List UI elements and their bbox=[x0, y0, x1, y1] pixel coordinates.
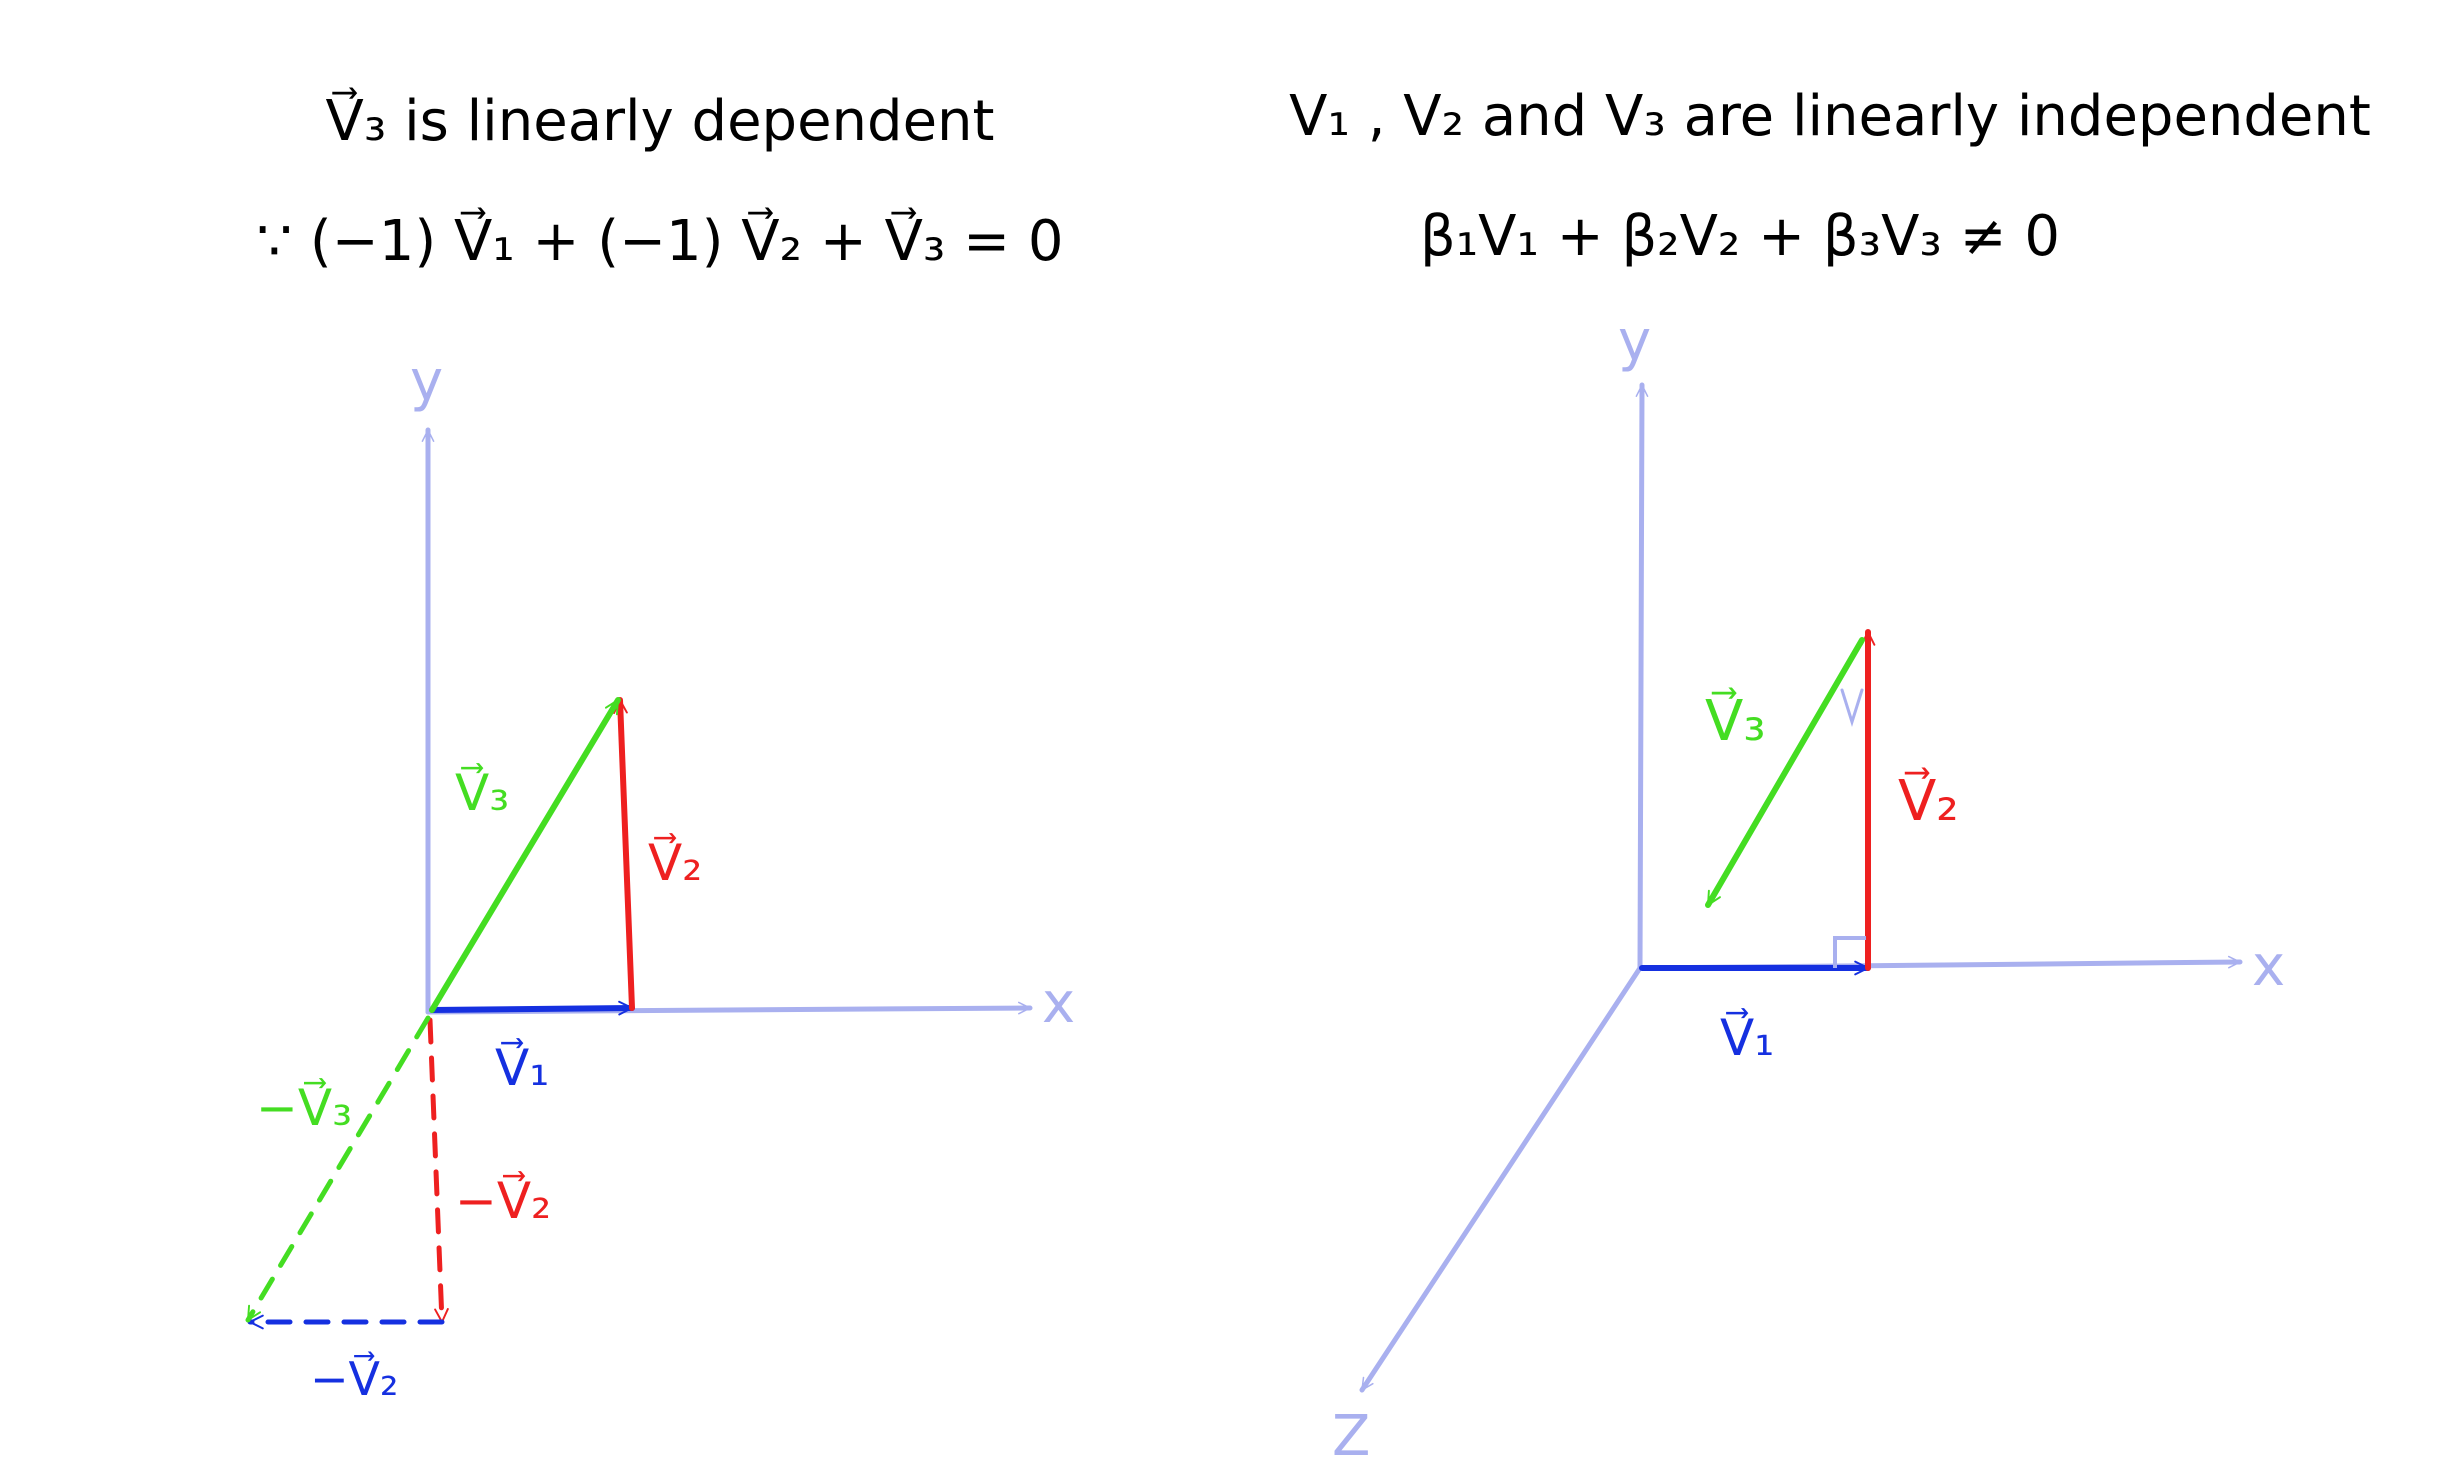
left-panel: V⃗₃ is linearly dependent ∵ (−1) V⃗₁ + (… bbox=[245, 87, 1075, 1406]
right-x-axis-label: x bbox=[2252, 934, 2285, 999]
left-neg-v2-arrow bbox=[427, 1017, 442, 1325]
right-panel: V₁ , V₂ and V₃ are linearly independent … bbox=[1289, 84, 2371, 1469]
right-v3-arrow bbox=[1705, 637, 1865, 908]
left-title-line2: ∵ (−1) V⃗₁ + (−1) V⃗₂ + V⃗₃ = 0 bbox=[257, 207, 1064, 274]
right-v2-label: V⃗₂ bbox=[1898, 767, 1959, 834]
left-v2-label: V⃗₂ bbox=[648, 833, 702, 892]
left-v1-arrow bbox=[429, 1008, 635, 1010]
left-x-axis-label: x bbox=[1042, 971, 1075, 1036]
left-neg-v2-label: −V⃗₂ bbox=[455, 1171, 551, 1230]
left-v2-arrow bbox=[620, 697, 635, 1011]
right-v3-label: V⃗₃ bbox=[1705, 687, 1766, 754]
right-z-axis bbox=[1359, 965, 1643, 1393]
left-neg-v3-label: −V⃗₃ bbox=[256, 1078, 352, 1137]
left-neg-v1-label: −V⃗₂ bbox=[310, 1352, 398, 1406]
left-neg-v3-arrow bbox=[245, 1015, 431, 1323]
right-title-line2: β₁V₁ + β₂V₂ + β₃V₃ ≠ 0 bbox=[1420, 204, 2060, 269]
right-v1-label: V⃗₁ bbox=[1720, 1008, 1774, 1067]
pale-v-mark bbox=[1840, 688, 1864, 728]
left-v3-label: V⃗₃ bbox=[455, 763, 509, 822]
right-z-axis-label: Z bbox=[1332, 1404, 1370, 1469]
left-y-axis-label: y bbox=[410, 349, 443, 414]
right-y-axis bbox=[1640, 382, 1642, 971]
right-y-axis-label: y bbox=[1618, 309, 1651, 374]
right-angle-marker bbox=[1833, 936, 1866, 968]
left-v3-arrow bbox=[429, 697, 621, 1013]
right-title-line1: V₁ , V₂ and V₃ are linearly independent bbox=[1289, 84, 2371, 149]
left-title-line1: V⃗₃ is linearly dependent bbox=[326, 87, 995, 154]
left-v1-label: V⃗₁ bbox=[495, 1038, 549, 1097]
